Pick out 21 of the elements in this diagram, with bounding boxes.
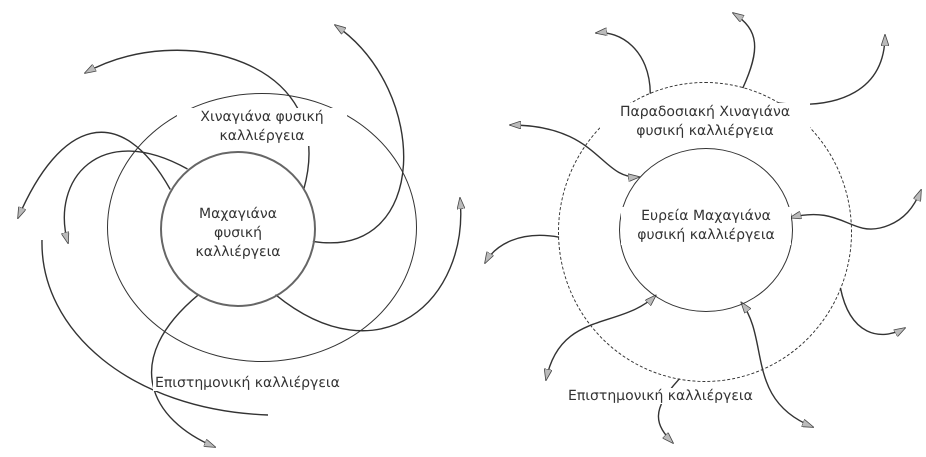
circle [107,93,417,362]
arrow [508,121,640,181]
arrow [484,234,560,264]
circle [160,151,316,307]
arrow [840,288,906,337]
circle-label: Παραδοσιακή Χιναγιάνα φυσική καλλιέργεια [600,103,810,141]
region-label: Επιστημονική καλλιέργεια [153,375,342,391]
arrow [740,301,814,428]
arrow [312,24,404,243]
region-label: Επιστημονική καλλιέργεια [566,388,755,404]
arrow [17,132,171,220]
circle-label: Ευρεία Μαχαγιάνα φυσική καλλιέργεια [621,207,791,245]
arrow [150,294,216,448]
circle-label: Χιναγιάνα φυσική καλλιέργεια [177,108,347,146]
arrow [62,150,188,244]
arrow [275,196,465,331]
circle [619,148,793,312]
arrow [544,294,657,382]
arrow [594,28,651,94]
circle [558,82,852,382]
arrow [732,12,756,88]
